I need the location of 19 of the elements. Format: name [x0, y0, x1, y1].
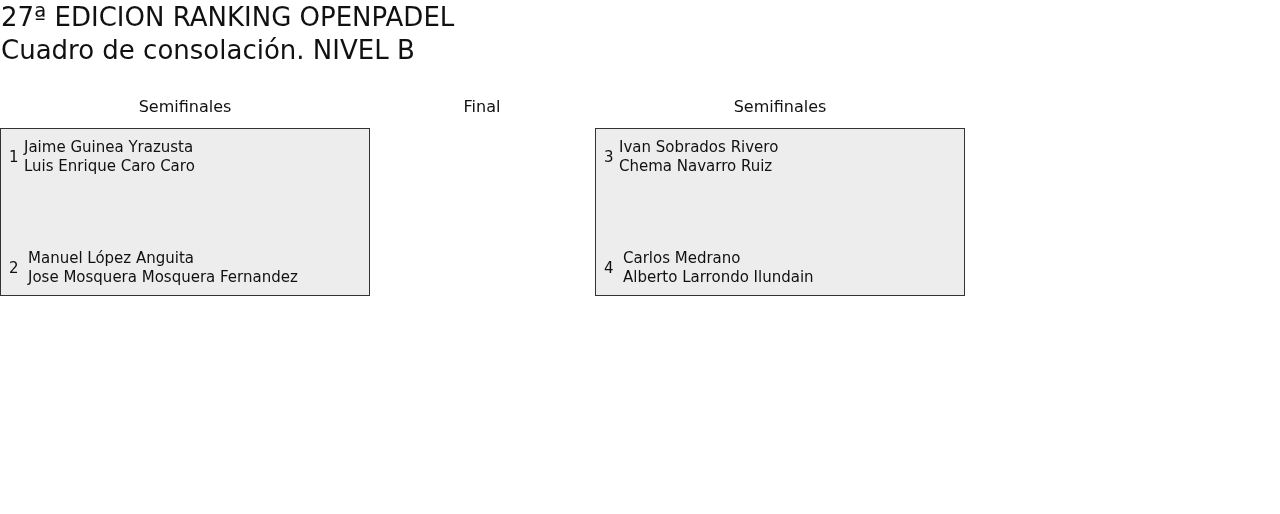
player-name: Alberto Larrondo Ilundain — [623, 268, 814, 287]
match-box — [595, 128, 965, 296]
seed-number: 3 — [604, 147, 615, 167]
title: 27ª EDICION RANKING OPENPADEL — [1, 1, 455, 34]
round-heading: Semifinales — [138, 96, 232, 118]
subtitle: Cuadro de consolación. NIVEL B — [1, 34, 415, 67]
player-name: Jose Mosquera Mosquera Fernandez — [28, 268, 298, 287]
seed-number: 2 — [9, 258, 20, 278]
round-heading: Final — [463, 96, 501, 118]
round-heading: Semifinales — [733, 96, 827, 118]
player-name: Carlos Medrano — [623, 249, 742, 268]
seed-number: 1 — [9, 147, 20, 167]
player-name: Ivan Sobrados Rivero — [619, 138, 779, 157]
player-name: Jaime Guinea Yrazusta — [24, 138, 195, 157]
player-name: Manuel López Anguita — [28, 249, 195, 268]
player-name: Chema Navarro Ruiz — [619, 157, 774, 176]
player-name: Luis Enrique Caro Caro — [24, 157, 195, 176]
seed-number: 4 — [604, 258, 615, 278]
match-box — [0, 128, 370, 296]
